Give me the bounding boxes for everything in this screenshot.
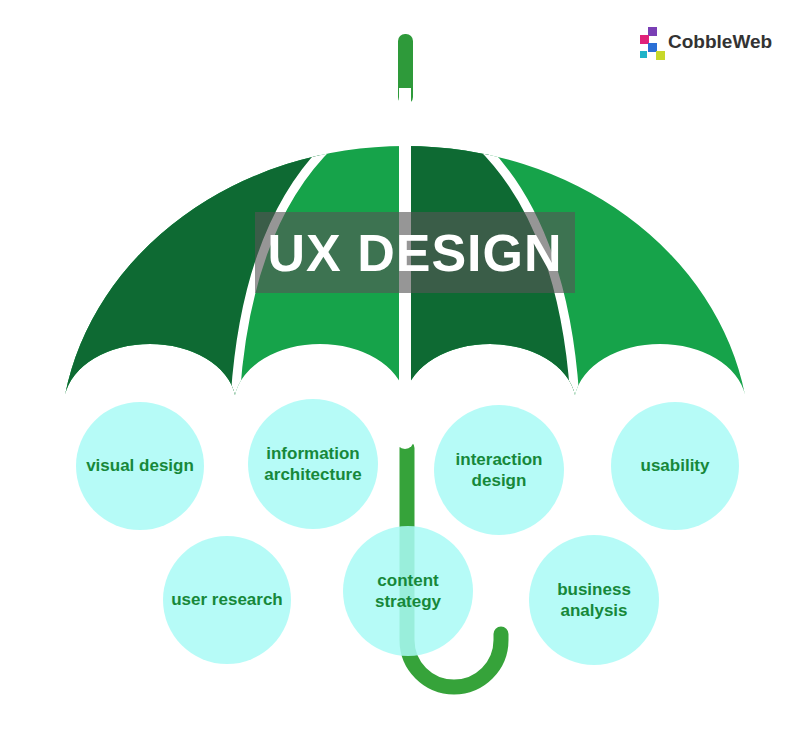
- topic-label: business analysis: [537, 579, 651, 622]
- topic-circle: content strategy: [343, 526, 473, 656]
- logo-text: CobbleWeb: [668, 31, 772, 53]
- topic-label: user research: [171, 589, 283, 610]
- topic-circle: usability: [611, 402, 739, 530]
- diagram-title: UX DESIGN: [255, 212, 575, 293]
- topic-circle: visual design: [76, 402, 204, 530]
- topic-label: visual design: [86, 455, 194, 476]
- logo-icon: [640, 27, 665, 60]
- topic-circle: information architecture: [248, 399, 378, 529]
- topic-label: information architecture: [256, 443, 370, 486]
- topic-label: interaction design: [442, 449, 556, 492]
- topic-label: usability: [641, 455, 710, 476]
- topic-circle: business analysis: [529, 535, 659, 665]
- shaft-joint: [396, 431, 414, 449]
- topic-label: content strategy: [351, 570, 465, 613]
- topic-circle: interaction design: [434, 405, 564, 535]
- topic-circle: user research: [163, 536, 291, 664]
